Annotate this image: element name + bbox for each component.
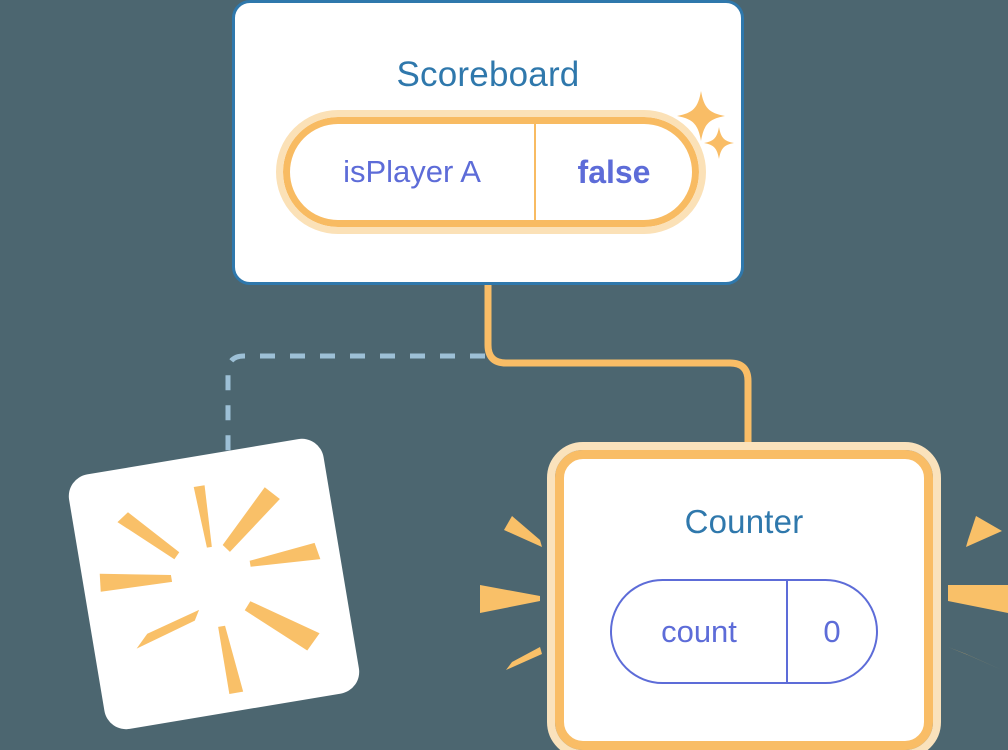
- counter-title: Counter: [684, 503, 804, 540]
- blank-card[interactable]: [65, 435, 363, 733]
- connector-scoreboard-to-counter: [484, 285, 752, 460]
- sparkle-small-icon: [704, 127, 734, 159]
- burst-ray-e: [249, 542, 321, 567]
- counter-state-key: count: [612, 581, 788, 682]
- counter-ray-right-bottom: [948, 647, 1002, 670]
- connector-scoreboard-to-blank-card: [225, 353, 485, 462]
- counter-state-value: 0: [823, 613, 841, 649]
- scoreboard-card[interactable]: Scoreboard isPlayer A false: [232, 0, 744, 285]
- scoreboard-state-pill[interactable]: isPlayer A false: [276, 110, 706, 234]
- scoreboard-state-key: isPlayer A: [290, 124, 536, 220]
- blank-card-burst: [99, 485, 321, 694]
- counter-ray-left-middle: [480, 585, 540, 613]
- burst-ray-ne: [222, 487, 280, 552]
- scoreboard-state-value: false: [577, 153, 651, 190]
- counter-ray-left-bottom: [506, 647, 542, 670]
- counter-ray-left-top: [504, 516, 542, 547]
- counter-state-pill[interactable]: count 0: [610, 579, 878, 684]
- burst-ray-se: [244, 601, 320, 651]
- sparkle-large-icon: [677, 91, 725, 141]
- burst-ray-n: [193, 485, 212, 548]
- counter-ray-right-top: [966, 516, 1002, 547]
- counter-card[interactable]: Counter count 0: [547, 442, 941, 750]
- burst-ray-s: [218, 625, 244, 694]
- burst-ray-nw: [117, 512, 180, 560]
- burst-ray-sw: [136, 609, 200, 649]
- burst-ray-w: [99, 573, 173, 592]
- scoreboard-title: Scoreboard: [396, 55, 580, 94]
- counter-ray-right-middle: [948, 585, 1008, 613]
